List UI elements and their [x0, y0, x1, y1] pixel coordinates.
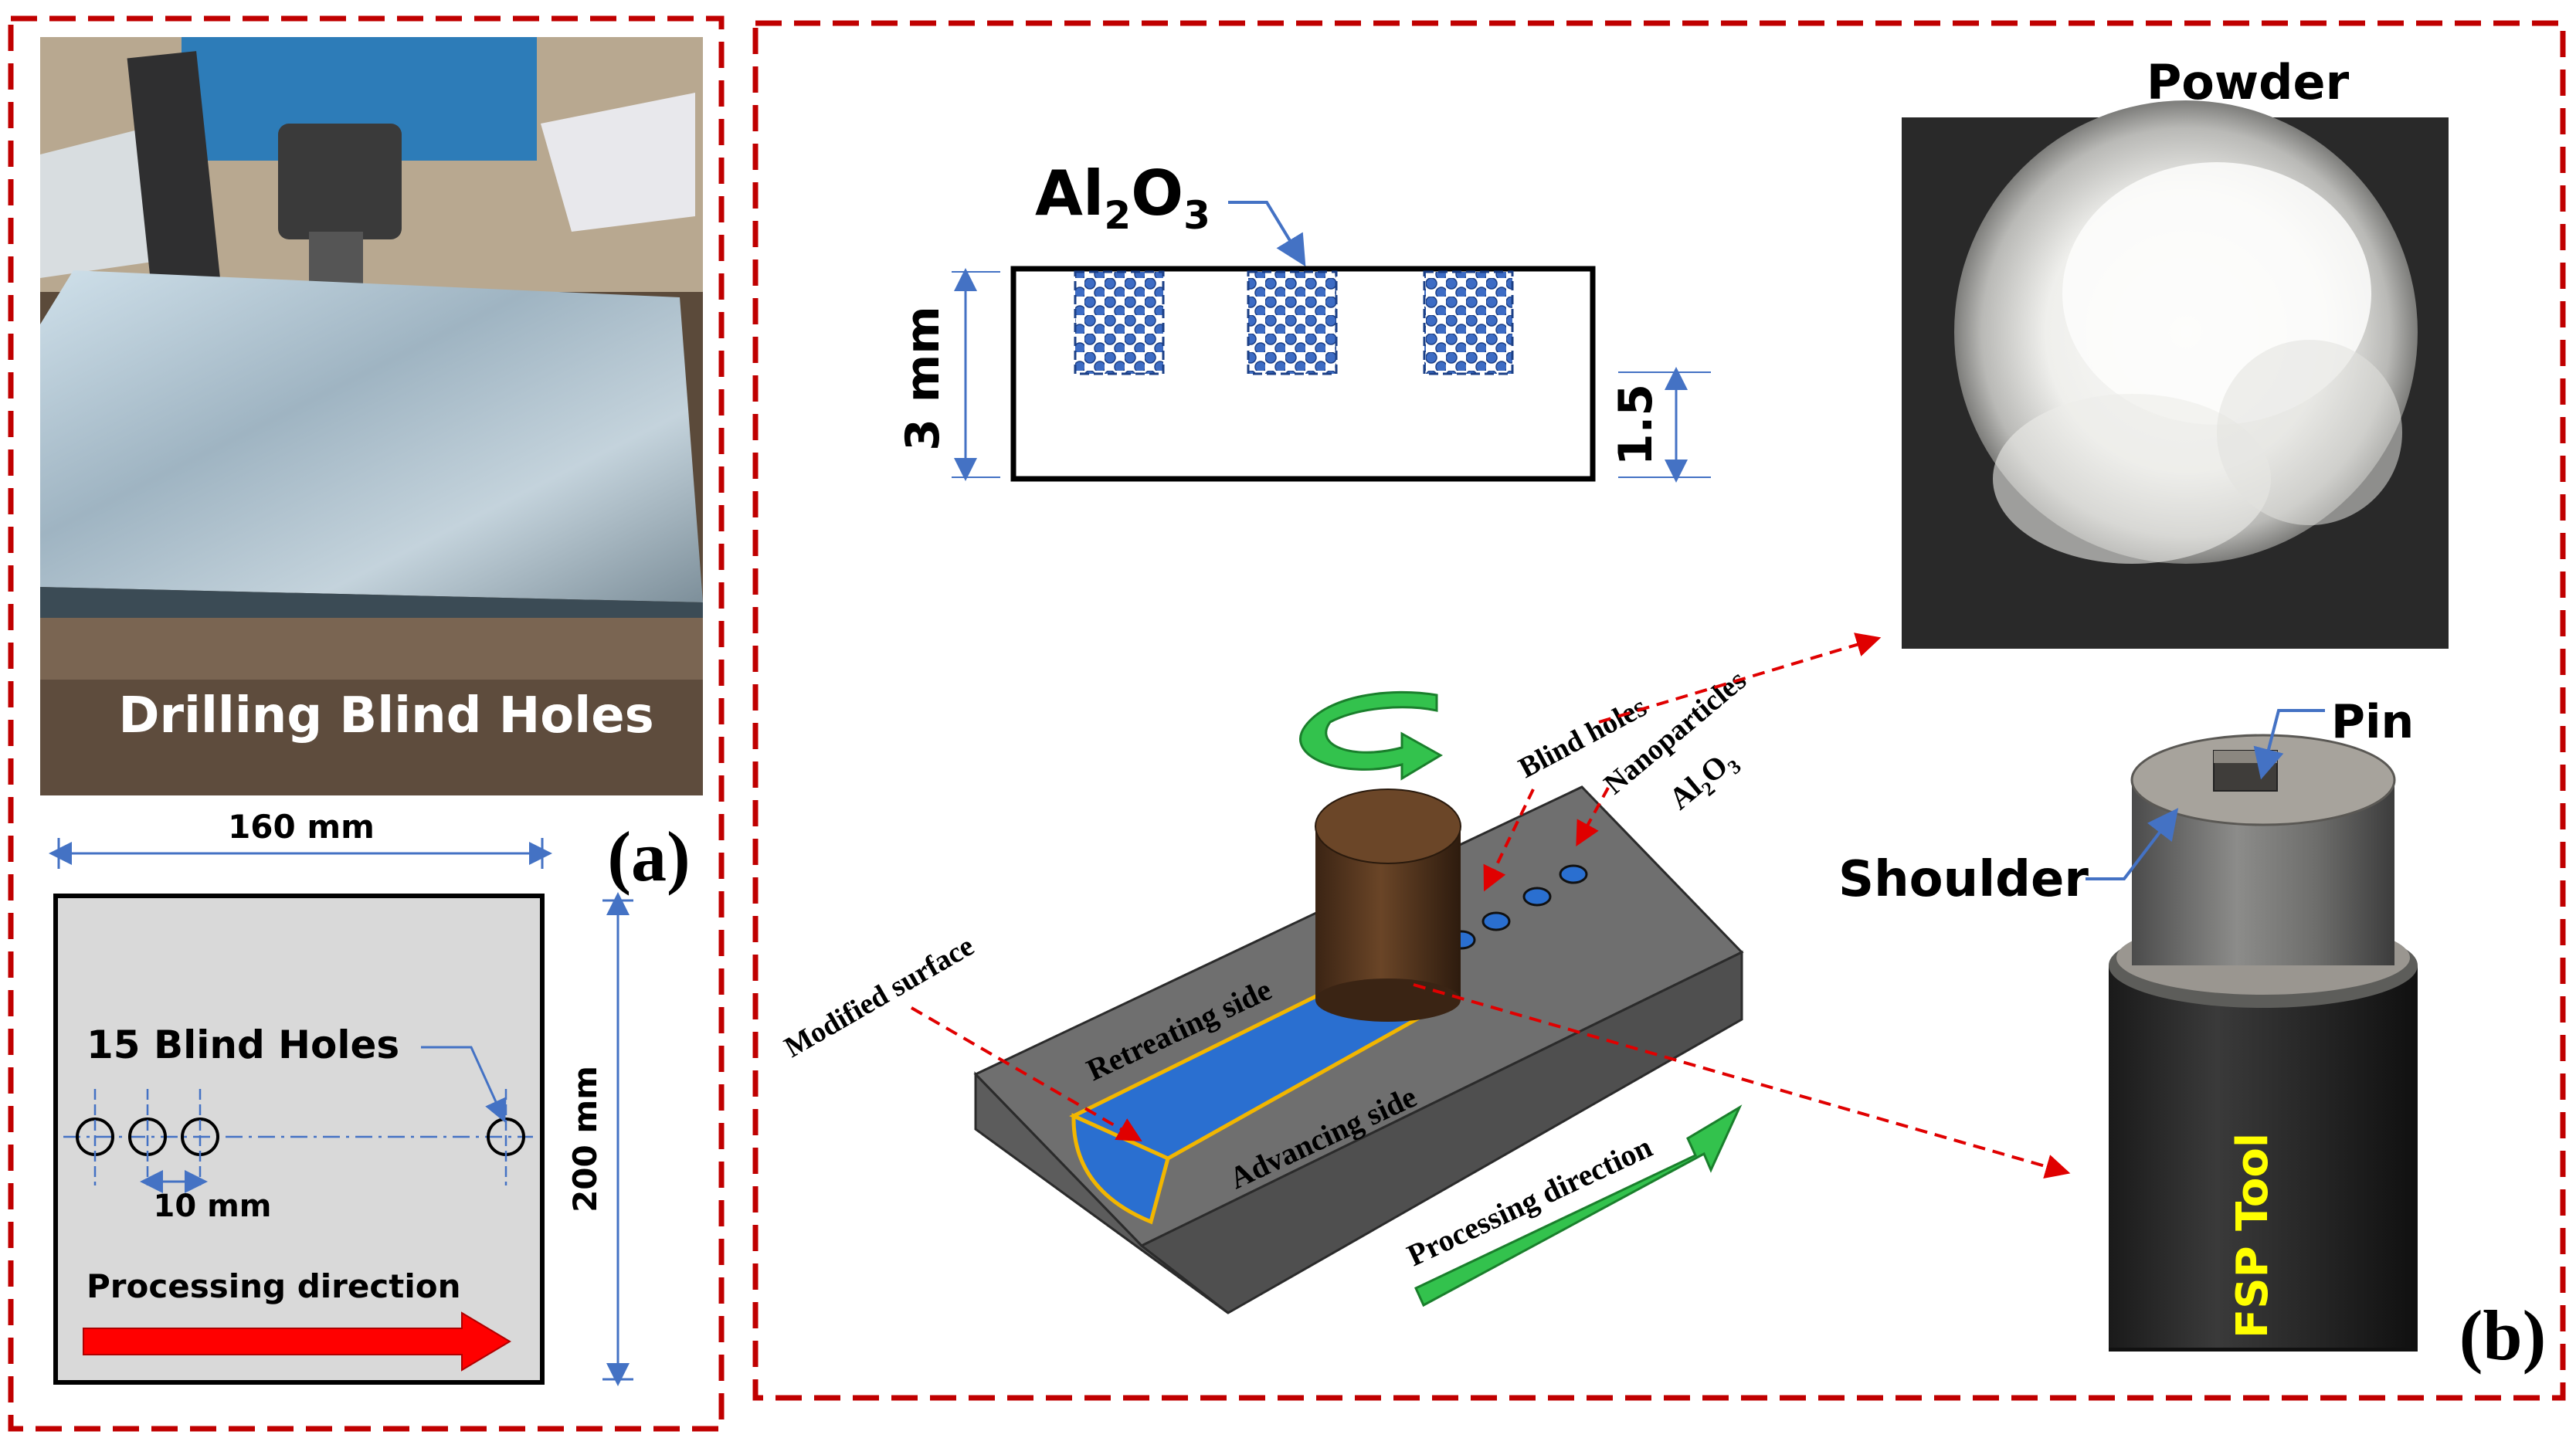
filled-hole-3 [1423, 270, 1514, 375]
thickness-label: 3 mm [896, 306, 950, 451]
filled-hole-1 [1074, 270, 1165, 375]
iso-hole-4 [1559, 864, 1588, 884]
rotation-arrow-icon [1299, 690, 1443, 781]
fsp-tool-photo: FSP Tool [2109, 734, 2418, 1352]
width-label: 160 mm [228, 808, 375, 846]
depth-label: 1.5 [1609, 384, 1663, 466]
filled-hole-2 [1247, 270, 1338, 375]
al2o3-label: Al2O3 [1035, 158, 1210, 238]
modified-surface-leader [910, 1006, 1142, 1142]
spacing-label: 10 mm [154, 1189, 272, 1224]
fsp-isometric-diagram: Retreating side Advancing side Processin… [973, 690, 1744, 1314]
pin-label: Pin [2331, 695, 2414, 749]
panel-b-frame [752, 20, 2566, 1401]
shoulder-leader [2086, 808, 2179, 880]
shoulder-label: Shoulder [1838, 851, 2089, 908]
direction-arrow-a [83, 1311, 511, 1372]
panel-a-letter: (a) [607, 817, 690, 896]
block-side-face [1139, 950, 1743, 1314]
tool-label: FSP Tool [2228, 1133, 2278, 1338]
panel-a-frame [8, 15, 725, 1432]
cross-section: Al2O3 3 mm 1.5 [896, 158, 1711, 483]
nanoparticles-leader [1576, 787, 1610, 847]
iso-hole-3 [1522, 887, 1552, 907]
iso-hole-2 [1481, 911, 1511, 931]
steel-plate [40, 270, 703, 602]
fsp-tool-top [1315, 789, 1461, 864]
tool-leader [1413, 983, 2071, 1179]
powder-leader [1598, 633, 1882, 724]
photo-caption: Drilling Blind Holes [118, 687, 653, 744]
drilling-photo: Drilling Blind Holes [40, 37, 703, 795]
sheet-outline [53, 894, 545, 1385]
height-label: 200 mm [566, 1066, 604, 1212]
direction-arrow-b [1414, 1104, 1743, 1307]
modified-surface-label: Modified surface [779, 930, 980, 1064]
holes-label: 15 Blind Holes [87, 1023, 399, 1067]
powder-photo [1902, 100, 2449, 649]
direction-label-a: Processing direction [87, 1267, 461, 1305]
al2o3-leader [1228, 201, 1306, 267]
holes-leader [421, 1046, 507, 1123]
pin-leader [2253, 709, 2325, 780]
panel-b-letter: (b) [2459, 1296, 2546, 1375]
